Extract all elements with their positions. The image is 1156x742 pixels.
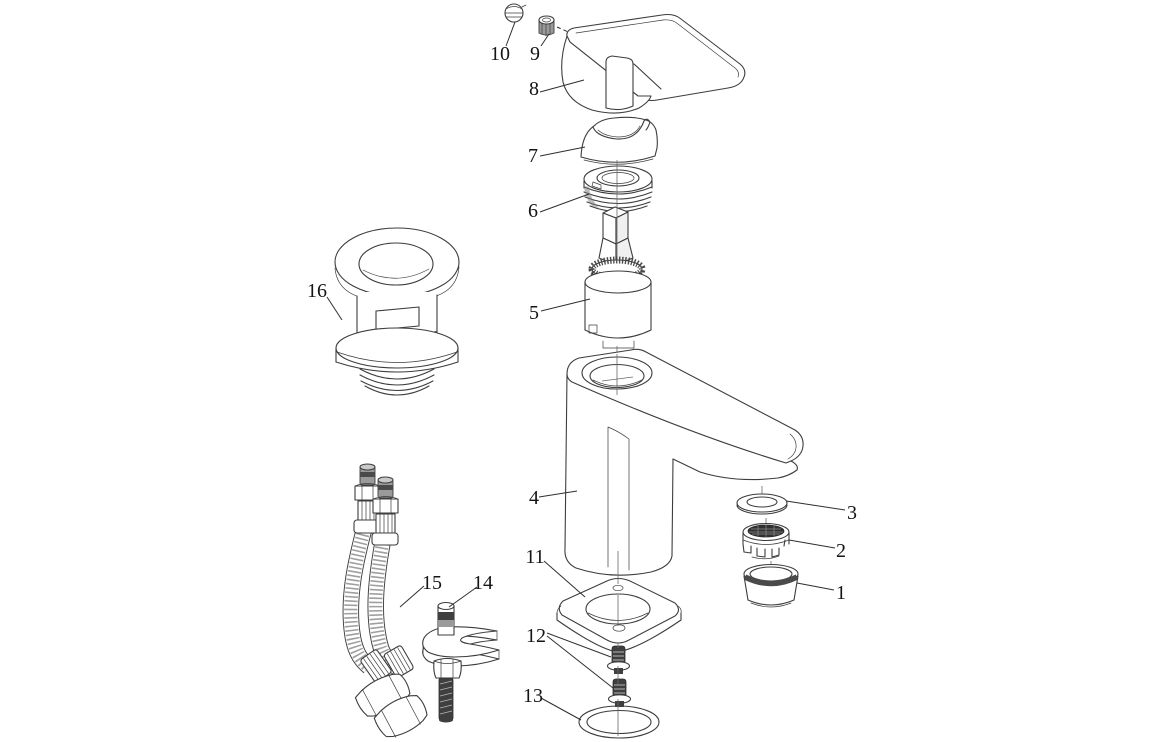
- leader-12: [546, 632, 614, 689]
- hose-right-nut: [373, 695, 428, 738]
- label-part-11: 11: [525, 546, 544, 568]
- fixing-screw-upper: [606, 645, 631, 674]
- part-7-cartridge-dome-cover: [580, 116, 658, 165]
- part-1-aerator-shroud: [743, 561, 799, 608]
- label-part-12: 12: [526, 625, 546, 647]
- leader-11: [543, 560, 586, 598]
- part-12-flange-fixing-screws: [606, 645, 632, 707]
- fixing-screw-lower: [607, 678, 632, 707]
- part-16-slotted-pop-up-waste: [334, 227, 460, 396]
- leader-3: [785, 500, 846, 511]
- leader-13: [540, 697, 582, 721]
- label-part-10: 10: [490, 43, 510, 65]
- label-part-13: 13: [523, 685, 543, 707]
- leader-10: [505, 21, 516, 47]
- label-part-4: 4: [529, 487, 539, 509]
- part-4-tap-body: [564, 348, 804, 576]
- label-part-7: 7: [528, 145, 538, 167]
- part-8-lever-handle: [561, 13, 746, 114]
- hose-left-bottom-collar: [360, 649, 392, 683]
- label-part-16: 16: [307, 280, 327, 302]
- hose-right-top-fitting: [371, 476, 399, 546]
- label-part-3: 3: [847, 502, 857, 524]
- hose-right-bottom-collar: [383, 645, 414, 678]
- hose-left-top-fitting: [353, 463, 381, 534]
- leader-4: [538, 490, 578, 498]
- leader-16: [326, 296, 343, 321]
- label-part-2: 2: [836, 540, 846, 562]
- label-part-14: 14: [473, 572, 493, 594]
- leader-5: [540, 298, 591, 312]
- part-14-mounting-stud-with-fork-clamp: [422, 601, 500, 723]
- part-2-aerator-insert: [742, 518, 790, 560]
- label-part-1: 1: [836, 582, 846, 604]
- label-part-5: 5: [529, 302, 539, 324]
- leader-2: [788, 539, 836, 549]
- part-10-handle-indicator-cap: [504, 3, 527, 23]
- leader-1: [796, 582, 835, 591]
- part-3-aerator-seal-washer: [736, 486, 788, 515]
- leader-9: [540, 33, 550, 47]
- part-13-base-o-ring-gasket: [578, 705, 660, 739]
- center-axis-line: [601, 354, 634, 395]
- part-5-ceramic-disc-cartridge: [584, 160, 652, 349]
- label-part-9: 9: [530, 43, 540, 65]
- leader-15: [399, 585, 425, 608]
- part-number-labels: 1 2 3 4 5 6 7 8 9 10 11 12 13 14 15 16: [307, 43, 857, 707]
- part-15-flexible-inlet-hoses: [342, 463, 428, 738]
- part-6-cartridge-retaining-nut: [583, 165, 653, 213]
- label-part-6: 6: [528, 200, 538, 222]
- leader-6: [539, 193, 590, 213]
- label-part-15: 15: [422, 572, 442, 594]
- leader-lines: [326, 21, 846, 721]
- leader-14: [448, 586, 478, 608]
- part-11-base-flange-plate: [556, 577, 682, 653]
- leader-8: [539, 79, 585, 93]
- leader-7: [539, 146, 586, 157]
- label-part-8: 8: [529, 78, 539, 100]
